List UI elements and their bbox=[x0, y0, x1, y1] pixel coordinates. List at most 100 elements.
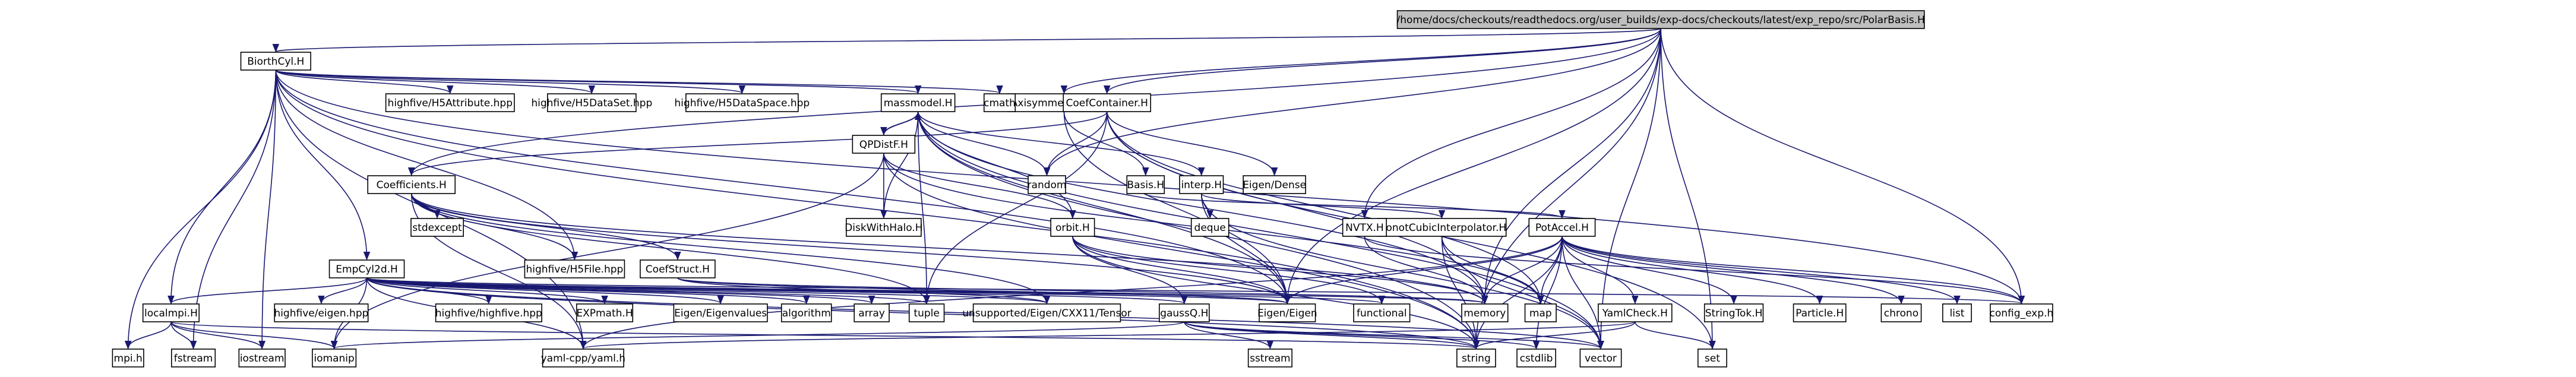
node-box bbox=[410, 218, 464, 237]
node-string[interactable]: string bbox=[1456, 349, 1496, 368]
node-list[interactable]: list bbox=[1942, 303, 1972, 322]
edge-potaccel-to-list bbox=[1562, 236, 1961, 305]
node-box bbox=[1353, 303, 1411, 322]
edge-empcyl-to-expmath bbox=[366, 277, 608, 305]
node-box bbox=[112, 349, 144, 368]
node-functional[interactable]: functional bbox=[1353, 303, 1411, 322]
node-interp[interactable]: interp.H bbox=[1179, 175, 1224, 194]
edge-empcyl-to-tuple bbox=[366, 277, 930, 305]
node-deque[interactable]: deque bbox=[1190, 218, 1229, 237]
node-set[interactable]: set bbox=[1697, 349, 1727, 368]
node-stringtok[interactable]: StringTok.H bbox=[1703, 303, 1764, 322]
node-gaussq[interactable]: gaussQ.H bbox=[1159, 303, 1210, 322]
node-box bbox=[1342, 218, 1387, 237]
node-nvtx[interactable]: NVTX.H bbox=[1342, 218, 1387, 237]
node-monocubic[interactable]: MonotCubicInterpolator.H bbox=[1377, 218, 1507, 237]
node-massmodel[interactable]: massmodel.H bbox=[880, 93, 956, 112]
edge-qpdist-to-string bbox=[883, 153, 1480, 350]
node-h5file[interactable]: highfive/H5File.hpp bbox=[524, 259, 625, 278]
node-eigendense[interactable]: Eigen/Dense bbox=[1243, 175, 1306, 194]
node-map[interactable]: map bbox=[1524, 303, 1557, 322]
node-eigenvalues[interactable]: Eigen/Eigenvalues bbox=[673, 303, 768, 322]
edge-root-to-nvtx bbox=[1361, 28, 1661, 219]
node-algorithm[interactable]: algorithm bbox=[780, 303, 832, 322]
node-h5attr[interactable]: highfive/H5Attribute.hpp bbox=[385, 93, 515, 112]
edge-coefficients-to-tuple bbox=[410, 193, 930, 305]
node-yamlcheck[interactable]: YamlCheck.H bbox=[1598, 303, 1673, 322]
node-label: orbit.H bbox=[1055, 222, 1090, 234]
edge-biorth-to-h5dataspace bbox=[275, 69, 745, 94]
node-configexp[interactable]: config_exp.h bbox=[1989, 303, 2053, 322]
edge-coefcont-to-memory bbox=[1106, 111, 1488, 305]
node-label: DiskWithHalo.H bbox=[845, 222, 922, 234]
node-sstream[interactable]: sstream bbox=[1247, 349, 1292, 368]
edge-root-to-biorth bbox=[273, 28, 1661, 53]
node-expmath[interactable]: EXPmath.H bbox=[576, 303, 634, 322]
edge-coefcont-to-eigendense bbox=[1106, 111, 1278, 176]
node-empcyl[interactable]: EmpCyl2d.H bbox=[328, 259, 405, 278]
node-box bbox=[274, 303, 369, 322]
node-biorth[interactable]: BiorthCyl.H bbox=[240, 52, 311, 71]
edge-qpdist-to-massmodel bbox=[883, 111, 922, 136]
node-vector[interactable]: vector bbox=[1579, 349, 1622, 368]
node-fstream[interactable]: fstream bbox=[170, 349, 216, 368]
node-root[interactable]: /home/docs/checkouts/readthedocs.org/use… bbox=[1397, 10, 1925, 29]
node-diskhalo[interactable]: DiskWithHalo.H bbox=[845, 218, 923, 237]
node-label: iomanip bbox=[314, 353, 354, 365]
edge-localmpi-to-iomanip bbox=[170, 321, 338, 350]
node-box bbox=[1243, 175, 1306, 194]
node-coefstruct[interactable]: CoefStruct.H bbox=[640, 259, 716, 278]
node-h5dataspace[interactable]: highfive/H5DataSpace.hpp bbox=[674, 93, 810, 112]
node-eigen[interactable]: Eigen/Eigen bbox=[1257, 303, 1317, 322]
node-qpdist[interactable]: QPDistF.H bbox=[852, 135, 916, 154]
node-cmath[interactable]: cmath bbox=[983, 93, 1016, 112]
edge-coefficients-to-memory bbox=[410, 193, 1488, 305]
node-iomanip[interactable]: iomanip bbox=[312, 349, 357, 368]
node-mpih[interactable]: mpi.h bbox=[112, 349, 144, 368]
node-orbit[interactable]: orbit.H bbox=[1050, 218, 1095, 237]
edge-localmpi-to-string bbox=[170, 321, 1479, 350]
node-yamlcpp[interactable]: yaml-cpp/yaml.h bbox=[541, 349, 626, 368]
node-potaccel[interactable]: PotAccel.H bbox=[1528, 218, 1596, 237]
edge-biorth-to-h5attr bbox=[275, 69, 454, 94]
edge-root-to-set bbox=[1660, 28, 1716, 350]
node-chrono[interactable]: chrono bbox=[1880, 303, 1922, 322]
node-tensor[interactable]: unsupported/Eigen/CXX11/Tensor bbox=[962, 303, 1131, 322]
node-random[interactable]: random bbox=[1028, 175, 1067, 194]
edge-root-to-eigen bbox=[1284, 28, 1661, 305]
node-box bbox=[908, 303, 945, 322]
node-tuple[interactable]: tuple bbox=[908, 303, 945, 322]
node-coefficients[interactable]: Coefficients.H bbox=[367, 175, 456, 194]
edge-yamlcheck-to-set bbox=[1635, 321, 1716, 350]
edge-coefstruct-to-memory bbox=[677, 277, 1488, 305]
node-h5dataset[interactable]: highfive/H5DataSet.hpp bbox=[531, 93, 652, 112]
node-basis[interactable]: Basis.H bbox=[1126, 175, 1165, 194]
node-cstdlib[interactable]: cstdlib bbox=[1516, 349, 1556, 368]
node-box bbox=[1524, 303, 1557, 322]
edge-empcyl-to-tensor bbox=[366, 277, 1050, 305]
node-label: iostream bbox=[240, 353, 285, 365]
node-box bbox=[673, 303, 768, 322]
node-label: PotAccel.H bbox=[1535, 222, 1589, 234]
node-box bbox=[983, 93, 1016, 112]
node-box bbox=[972, 303, 1121, 322]
node-box bbox=[1516, 349, 1556, 368]
node-iostream[interactable]: iostream bbox=[238, 349, 286, 368]
node-hfhighfive[interactable]: highfive/highfive.hpp bbox=[435, 303, 542, 322]
node-layer: /home/docs/checkouts/readthedocs.org/use… bbox=[112, 10, 2053, 368]
node-array[interactable]: array bbox=[854, 303, 890, 322]
node-stdexcept[interactable]: stdexcept bbox=[410, 218, 464, 237]
node-box bbox=[1063, 93, 1152, 112]
node-label: tuple bbox=[914, 308, 939, 319]
node-label: QPDistF.H bbox=[859, 139, 908, 151]
node-localmpi[interactable]: localmpi.H bbox=[142, 303, 200, 322]
node-memory[interactable]: memory bbox=[1461, 303, 1509, 322]
node-coefcont[interactable]: CoefContainer.H bbox=[1063, 93, 1152, 112]
node-hfeigen[interactable]: highfive/eigen.hpp bbox=[274, 303, 369, 322]
edge-empcyl-to-localmpi bbox=[167, 277, 368, 305]
node-label: random bbox=[1028, 179, 1067, 191]
node-label: YamlCheck.H bbox=[1602, 308, 1668, 319]
edge-yamlcheck-to-string bbox=[1472, 321, 1636, 350]
node-particle[interactable]: Particle.H bbox=[1793, 303, 1847, 322]
node-label: cstdlib bbox=[1520, 353, 1553, 365]
